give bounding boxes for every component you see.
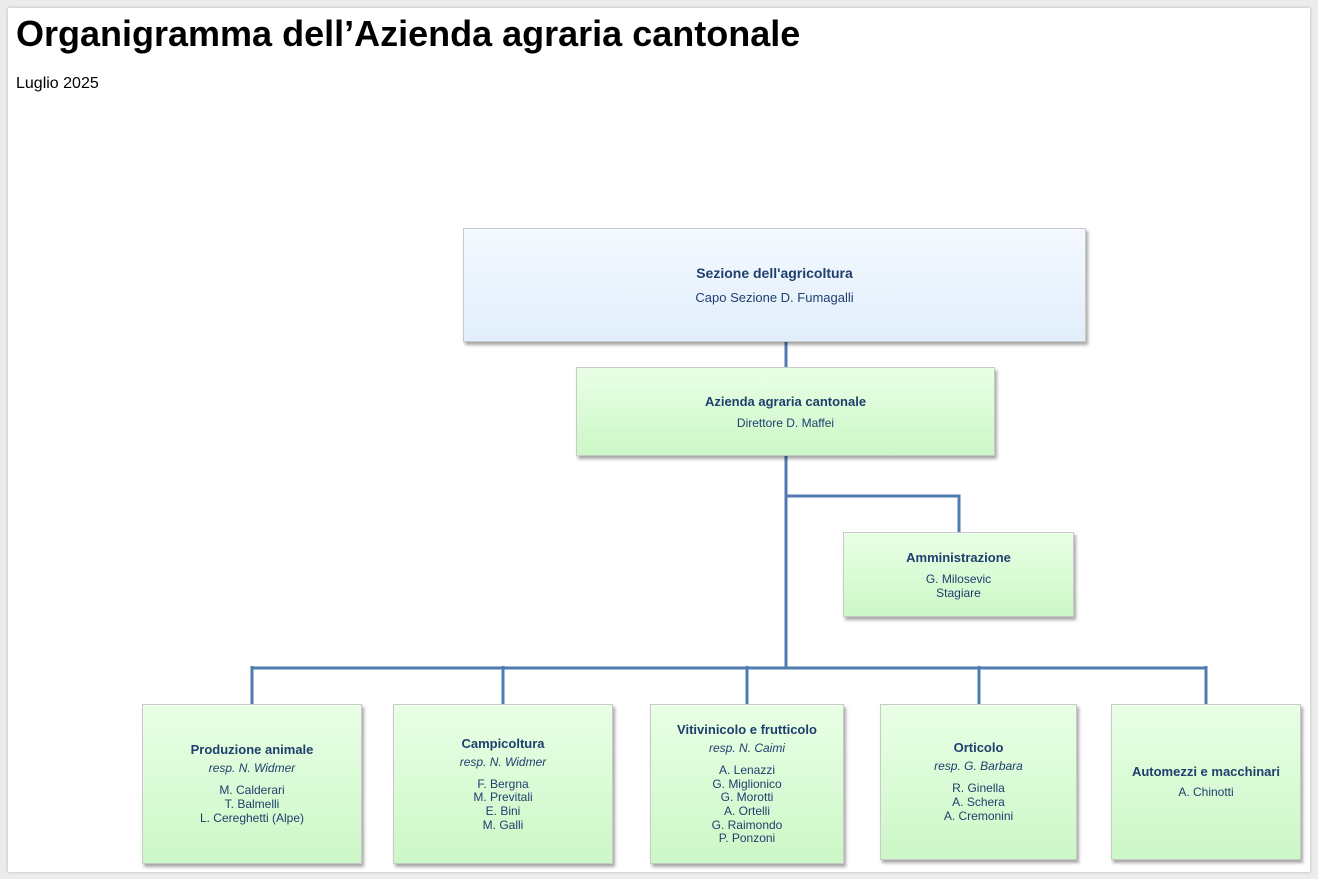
company-director: Direttore D. Maffei (736, 415, 835, 430)
unit-name: Orticolo (953, 740, 1004, 756)
unit-members: F. Bergna M. Previtali E. Bini M. Galli (473, 776, 533, 833)
administration-member: G. Milosevic (925, 571, 992, 586)
unit-member: M. Previtali (473, 790, 533, 805)
unit-name: Campicoltura (461, 735, 545, 751)
unit-member: M. Galli (482, 817, 524, 832)
unit-member: T. Balmelli (224, 797, 280, 812)
unit-box-campicoltura: Campicoltura resp. N. Widmer F. Bergna M… (393, 704, 613, 864)
unit-member: E. Bini (485, 804, 521, 818)
unit-member: A. Cremonini (943, 808, 1014, 823)
unit-members: A. Chinotti (1178, 785, 1234, 800)
unit-members: M. Calderari T. Balmelli L. Cereghetti (… (200, 784, 304, 825)
unit-member: G. Miglionico (712, 776, 782, 791)
unit-member: M. Calderari (219, 783, 285, 798)
connector-administration (786, 494, 961, 532)
unit-member: A. Ortelli (723, 804, 770, 818)
unit-name: Automezzi e macchinari (1131, 764, 1281, 780)
unit-name: Vitivinicolo e frutticolo (677, 721, 817, 737)
unit-member: L. Cereghetti (Alpe) (199, 810, 305, 825)
unit-members: A. Lenazzi G. Miglionico G. Morotti A. O… (711, 762, 783, 846)
unit-responsible: resp. G. Barbara (934, 759, 1023, 774)
unit-box-vitivinicolo-frutticolo: Vitivinicolo e frutticolo resp. N. Caimi… (650, 704, 844, 864)
section-name: Sezione dell'agricoltura (696, 265, 853, 281)
org-chart-page: Organigramma dell’Azienda agraria canton… (8, 8, 1310, 872)
section-head: Capo Sezione D. Fumagalli (695, 290, 854, 305)
connector-lines (250, 342, 1208, 704)
administration-box: Amministrazione G. Milosevic Stagiare (843, 532, 1074, 617)
company-box: Azienda agraria cantonale Direttore D. M… (576, 367, 995, 456)
unit-member: R. Ginella (952, 781, 1005, 796)
unit-member: A. Lenazzi (718, 762, 776, 777)
unit-member: G. Morotti (720, 790, 774, 805)
unit-box-automezzi-macchinari: Automezzi e macchinari A. Chinotti (1111, 704, 1301, 860)
unit-member: P. Ponzoni (718, 831, 776, 846)
page-title: Organigramma dell’Azienda agraria canton… (16, 13, 801, 54)
unit-responsible: resp. N. Caimi (708, 740, 785, 755)
unit-box-produzione-animale: Produzione animale resp. N. Widmer M. Ca… (142, 704, 362, 864)
unit-member: G. Raimondo (711, 817, 783, 832)
section-box: Sezione dell'agricoltura Capo Sezione D.… (463, 228, 1086, 342)
administration-name: Amministrazione (906, 549, 1011, 565)
unit-name: Produzione animale (190, 742, 314, 758)
company-name: Azienda agraria cantonale (704, 393, 867, 409)
unit-member: A. Schera (952, 795, 1005, 810)
unit-members: R. Ginella A. Schera A. Cremonini (944, 782, 1013, 823)
administration-members: G. Milosevic Stagiare (926, 572, 991, 600)
document-date: Luglio 2025 (16, 75, 99, 92)
unit-box-orticolo: Orticolo resp. G. Barbara R. Ginella A. … (880, 704, 1077, 860)
unit-member: F. Bergna (477, 776, 529, 791)
unit-responsible: resp. N. Widmer (208, 761, 296, 776)
unit-responsible: resp. N. Widmer (459, 754, 547, 769)
unit-member: A. Chinotti (1178, 785, 1234, 800)
administration-member: Stagiare (936, 585, 981, 600)
